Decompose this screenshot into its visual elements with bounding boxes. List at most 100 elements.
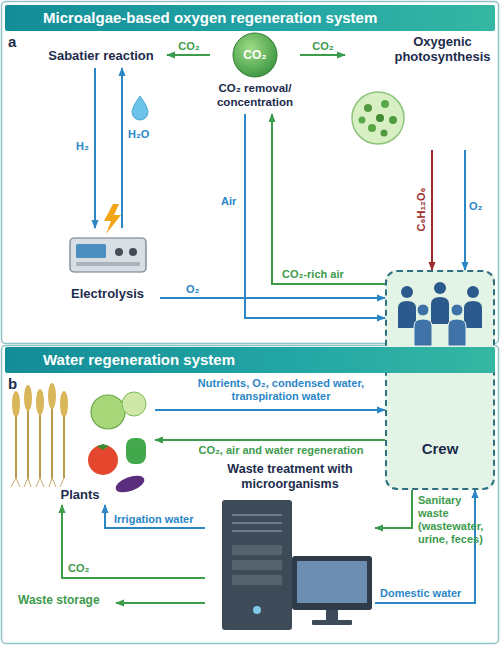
co2-node: CO₂ CO₂ removal/ concentration [210,30,300,114]
flow-arrow [160,297,385,299]
wheat-head [36,389,44,415]
algae-dot [368,124,376,132]
flow-arrow [167,54,210,56]
flow-label: H₂ [76,140,96,153]
tomato [88,445,118,475]
person-body [448,319,466,346]
flow-arrow [94,68,96,228]
pepper [126,438,146,464]
node-label: Oxygenic photosynthesis [390,34,495,64]
plant-roots [11,478,64,487]
server-bay [232,545,282,555]
server-vent [232,530,282,532]
algae-dot [364,104,372,112]
flow-arrow [431,150,433,270]
algae-dot [389,116,397,124]
wheat-stalk [39,408,41,478]
monitor-base [312,620,352,625]
flow-arrow [272,114,385,284]
flow-arrow [375,490,475,603]
server-bay [232,560,282,570]
server-vent [232,514,282,516]
wheat-stalk [15,410,17,478]
person-head [451,304,463,316]
flow-label: C₆H₁₂O₆ [415,175,428,245]
node-label: Waste treatment with microorganisms [215,462,365,492]
wheat-head [12,391,20,417]
wheat-stalk [51,402,53,478]
algae-dot [381,100,389,108]
lettuce [122,392,146,416]
node-label: Crew [387,440,493,458]
panel-letter: b [8,375,17,392]
flow-label: Air [221,195,245,208]
device-knob [115,248,123,256]
wheat-head [60,391,68,417]
person-body [414,319,432,346]
node-label: Waste storage [18,593,116,608]
node-label: Microalgae-based oxygen regeneration sys… [43,9,377,27]
flow-arrow [300,54,345,56]
person-body [398,301,416,328]
person-head [417,304,429,316]
monitor-stand [326,610,338,620]
flow-arrow [62,505,205,578]
flow-label: H₂O [128,128,158,141]
algae-cell [352,92,404,144]
flow-arrow [155,439,385,441]
section-band: Water regeneration system [5,347,495,373]
flow-arrow [121,68,123,228]
flow-arrow [105,505,205,528]
wheat-head [48,383,56,409]
person-body [464,301,482,328]
tomato-stem [97,444,109,450]
panel-letter: a [8,33,16,50]
device-screen [76,244,106,258]
monitor-screen [297,561,367,603]
wheat-stalk [63,410,65,478]
person-head [434,282,446,294]
section-band: Microalgae-based oxygen regeneration sys… [5,5,495,31]
server-vent [232,522,282,524]
process-node: Sabatier reaction [35,44,167,68]
flow-label: Sanitary waste (wastewater, urine, feces… [418,494,494,546]
node-label: Plants [5,487,155,502]
person-head [401,286,413,298]
cabbage [91,395,125,429]
flow-label: O₂ [469,200,493,213]
node-label: Electrolysis [55,286,160,301]
water-drop-icon [132,96,148,120]
eggplant [114,472,147,495]
server-light [253,606,261,614]
device-panel [76,262,140,266]
plants-node: Plants [5,385,155,505]
device-knob [129,248,137,256]
circle-label: CO₂ [210,48,300,63]
flow-arrow [245,114,385,318]
node-label: CO₂ removal/ concentration [210,81,300,109]
algae-dot [359,117,366,124]
flow-label: CO₂-rich air [282,268,377,281]
treatment-node: Waste treatment with microorganisms [205,460,375,640]
flow-arrow [116,602,205,604]
node-label: Water regeneration system [43,351,235,369]
flow-label: Nutrients, O₂, condensed water, transpir… [176,377,386,403]
storage-node: Waste storage [18,592,116,609]
flow-arrow [155,409,385,411]
flow-label: CO₂ [68,562,98,575]
flow-label: Irrigation water [114,513,209,526]
person-body [431,297,449,324]
monitor [292,556,372,610]
node-label: Sabatier reaction [35,48,167,63]
algae-dot [376,114,384,122]
server-bay [232,575,282,585]
flow-label: Domestic water [380,587,475,600]
flow-label: CO₂, air and water regeneration [176,444,386,457]
flow-label: CO₂ [308,40,338,53]
process-node: Electrolysis [55,228,160,305]
flow-label: CO₂ [174,40,204,53]
crew-box: Crew [385,270,495,490]
wheat-head [24,385,32,411]
algae-dot [381,130,388,137]
